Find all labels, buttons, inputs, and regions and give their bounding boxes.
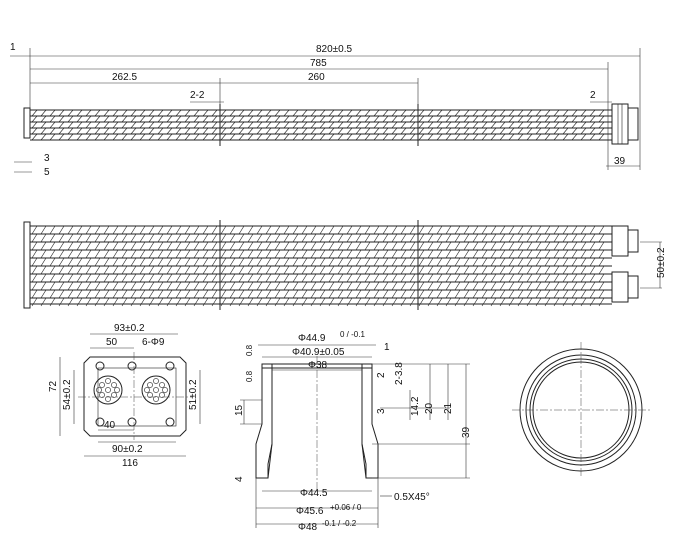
dim-d38: Φ38 <box>308 360 328 371</box>
dim-39: 39 <box>614 156 626 167</box>
dim-d48: Φ48 <box>298 522 318 533</box>
dim-s21: 21 <box>443 402 454 414</box>
plate-50: 50 <box>106 337 118 348</box>
dim-inner: 785 <box>310 58 327 69</box>
dim-s1: 1 <box>384 342 390 353</box>
dim-d456: Φ45.6 <box>296 506 324 517</box>
plate-width: 93±0.2 <box>114 323 145 334</box>
dim-d445: Φ44.5 <box>300 488 328 499</box>
dim-seg1: 262.5 <box>112 72 137 83</box>
nozzle-section: Φ44.9 0 / -0.1 Φ40.9±0.05 Φ38 1 2 2-3.8 … <box>234 330 472 533</box>
dim-overall: 820±0.5 <box>316 44 353 55</box>
dim-d48-tol: -0.1 / -0.2 <box>322 519 357 528</box>
dim-s3: 3 <box>376 408 387 414</box>
dim-s142: 14.2 <box>410 396 421 416</box>
dim-d449-tol: 0 / -0.1 <box>340 330 365 339</box>
dim-2: 2 <box>590 90 596 101</box>
dim-s08a: 0.8 <box>245 344 254 356</box>
fin-pattern-top <box>31 109 605 141</box>
plate-90: 90±0.2 <box>112 444 143 455</box>
plate-54: 54±0.2 <box>62 379 73 410</box>
middle-view: 50±0.2 <box>23 220 667 310</box>
flange-plate-view: 93±0.2 50 6-Φ9 72 54±0.2 51±0.2 40 90±0.… <box>48 323 201 469</box>
plate-51: 51±0.2 <box>188 379 199 410</box>
dim-5: 5 <box>44 167 50 178</box>
dim-seg2: 260 <box>308 72 325 83</box>
dim-s4: 4 <box>234 476 245 482</box>
plate-holes: 6-Φ9 <box>142 337 165 348</box>
dim-s2: 2 <box>376 372 387 378</box>
dim-s08b: 0.8 <box>245 370 254 382</box>
dim-spacing: 50±0.2 <box>656 247 667 278</box>
dim-d449: Φ44.9 <box>298 333 326 344</box>
dim-d456-tol: +0.06 / 0 <box>330 503 362 512</box>
end-view <box>512 342 650 478</box>
plate-40: 40 <box>104 420 116 431</box>
top-view: 820±0.5 785 262.5 260 2-2 1 3 5 2 39 <box>10 42 641 178</box>
dim-s238: 2-3.8 <box>394 362 405 385</box>
dim-s15: 15 <box>234 404 245 416</box>
plate-116: 116 <box>122 458 138 469</box>
plate-72: 72 <box>48 380 59 392</box>
dim-mark1: 1 <box>10 42 16 53</box>
dim-section: 2-2 <box>190 90 205 101</box>
dim-s20: 20 <box>424 402 435 414</box>
dim-d409: Φ40.9±0.05 <box>292 347 345 358</box>
dim-3: 3 <box>44 153 50 164</box>
fin-pattern-middle <box>31 225 605 307</box>
dim-chamfer: 0.5X45° <box>394 492 430 503</box>
dim-s39: 39 <box>461 426 472 438</box>
